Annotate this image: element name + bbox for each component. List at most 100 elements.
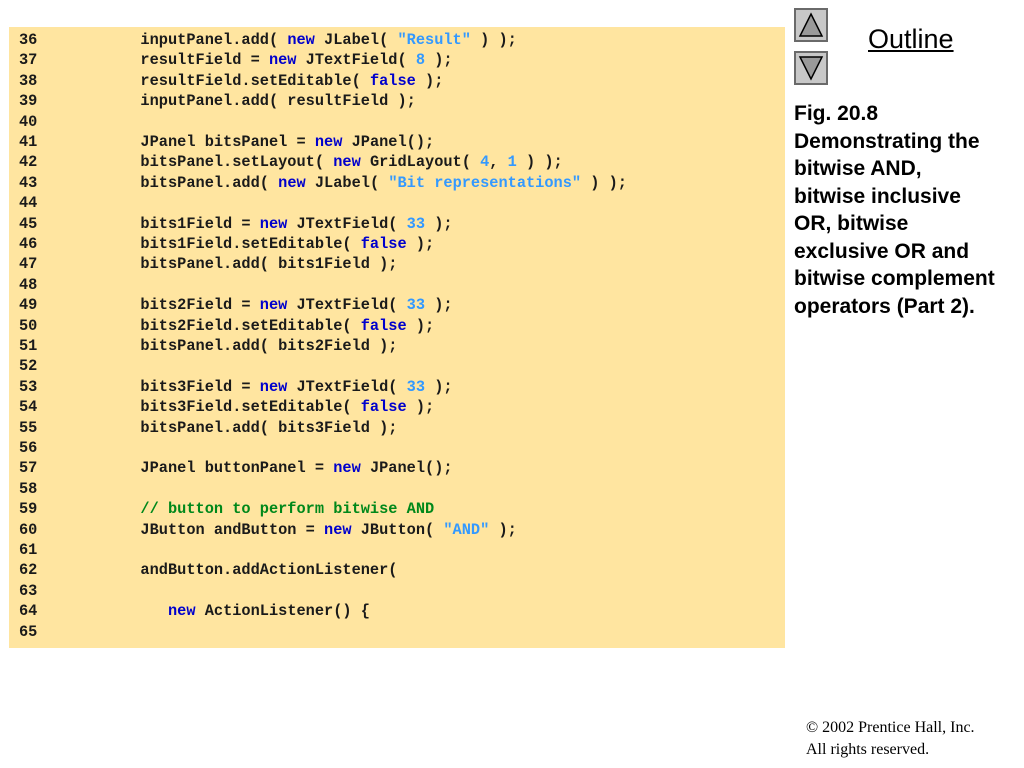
code-token: JTextField( xyxy=(287,296,407,315)
code-token: JLabel( xyxy=(305,173,389,192)
code-text: bitsPanel.setLayout( new GridLayout( 4, … xyxy=(67,152,563,172)
code-token: ); xyxy=(489,520,517,539)
line-number: 45 xyxy=(19,214,38,233)
code-token: JTextField( xyxy=(287,377,407,396)
line-number: 40 xyxy=(19,112,38,131)
keyword-token: new xyxy=(333,459,361,478)
keyword-token: new xyxy=(167,602,196,621)
code-token: ); xyxy=(406,316,435,335)
keyword-token: new xyxy=(287,31,315,49)
code-token: JPanel(); xyxy=(360,459,453,478)
string-literal-token: "AND" xyxy=(443,520,490,539)
code-token: andButton.addActionListener( xyxy=(67,561,398,580)
line-number: 62 xyxy=(19,561,38,580)
code-text: bitsPanel.add( bits1Field ); xyxy=(67,254,397,274)
code-token: bits1Field.setEditable( xyxy=(67,235,361,253)
keyword-token: new xyxy=(259,377,288,396)
code-token: bits3Field = xyxy=(67,377,260,396)
code-text: inputPanel.add( new JLabel( "Result" ) )… xyxy=(67,30,517,50)
code-token: ); xyxy=(406,235,435,253)
caption-line: exclusive OR and xyxy=(794,239,970,263)
outline-link[interactable]: Outline xyxy=(868,24,954,54)
number-literal-token: 33 xyxy=(406,296,426,315)
code-token: ) ); xyxy=(516,153,563,172)
code-text: bits2Field = new JTextField( 33 ); xyxy=(67,295,453,315)
code-text: // button to perform bitwise AND xyxy=(67,499,434,519)
previous-slide-button[interactable] xyxy=(794,8,828,42)
number-literal-token: 33 xyxy=(406,377,426,396)
code-token: inputPanel.add( resultField ); xyxy=(67,92,416,111)
comment-token: // button to perform bitwise AND xyxy=(67,500,435,519)
triangle-down-icon xyxy=(798,56,824,81)
line-number: 50 xyxy=(19,316,38,335)
caption-line: Demonstrating the xyxy=(794,129,980,153)
caption-line: bitwise AND, xyxy=(794,157,922,180)
keyword-token: new xyxy=(268,51,297,70)
code-token: JButton( xyxy=(351,520,444,539)
line-number: 44 xyxy=(19,194,38,213)
keyword-token: false xyxy=(369,71,416,90)
line-number: 57 xyxy=(19,459,38,478)
code-text: bits1Field.setEditable( false ); xyxy=(67,234,434,254)
code-token: bits2Field.setEditable( xyxy=(67,316,361,335)
keyword-token: new xyxy=(259,296,288,315)
line-number: 38 xyxy=(19,71,38,90)
line-number: 64 xyxy=(19,602,38,621)
next-slide-button[interactable] xyxy=(794,51,828,85)
code-text: JPanel bitsPanel = new JPanel(); xyxy=(67,132,434,152)
code-token: JLabel( xyxy=(314,31,398,49)
number-literal-token: 8 xyxy=(415,51,426,70)
code-token: bits2Field = xyxy=(67,296,260,315)
code-token: ); xyxy=(425,51,453,70)
code-token xyxy=(67,602,168,620)
line-number: 41 xyxy=(19,133,38,151)
line-number: 42 xyxy=(19,153,38,172)
code-token: ); xyxy=(425,296,453,315)
code-text: bitsPanel.add( new JLabel( "Bit represen… xyxy=(67,173,627,193)
caption-line: operators (Part 2). xyxy=(794,294,975,318)
line-number: 51 xyxy=(19,337,38,355)
code-token: ) ); xyxy=(470,31,517,49)
code-token: JButton andButton = xyxy=(67,520,325,539)
code-text: bitsPanel.add( bits2Field ); xyxy=(67,336,397,356)
line-number: 55 xyxy=(19,418,38,437)
code-token: ActionListener() { xyxy=(195,602,370,621)
line-number: 56 xyxy=(19,439,38,457)
line-number: 61 xyxy=(19,541,38,559)
keyword-token: new xyxy=(314,133,343,151)
code-token: GridLayout( xyxy=(360,153,481,172)
number-literal-token: 4 xyxy=(480,153,490,172)
code-token: JPanel(); xyxy=(342,133,435,151)
code-text: andButton.addActionListener( xyxy=(67,560,397,580)
line-number: 65 xyxy=(19,622,38,641)
code-token: resultField = xyxy=(67,51,269,70)
code-listing-panel: 36 inputPanel.add( new JLabel( "Result" … xyxy=(9,27,785,648)
line-number: 49 xyxy=(19,296,38,315)
number-literal-token: 33 xyxy=(406,214,426,233)
code-text: bits3Field = new JTextField( 33 ); xyxy=(67,377,453,397)
keyword-token: new xyxy=(278,173,306,192)
code-token: ); xyxy=(425,377,453,396)
code-text: inputPanel.add( resultField ); xyxy=(67,91,416,111)
line-number: 43 xyxy=(19,173,38,192)
keyword-token: new xyxy=(324,520,352,539)
code-text: bits3Field.setEditable( false ); xyxy=(67,397,434,417)
code-token: bits1Field = xyxy=(67,214,260,233)
line-number: 59 xyxy=(19,500,38,519)
line-number: 60 xyxy=(19,520,38,539)
keyword-token: new xyxy=(333,153,361,172)
line-number: 37 xyxy=(19,51,38,70)
code-token: inputPanel.add( xyxy=(67,31,288,49)
code-token: ); xyxy=(425,214,453,233)
line-number: 46 xyxy=(19,235,38,253)
triangle-up-icon xyxy=(798,12,824,37)
copyright-line: © 2002 Prentice Hall, Inc. xyxy=(806,719,975,736)
code-text: JPanel buttonPanel = new JPanel(); xyxy=(67,458,453,478)
line-number: 58 xyxy=(19,479,38,498)
code-token: bits3Field.setEditable( xyxy=(67,398,361,417)
line-number: 54 xyxy=(19,398,38,417)
line-number: 39 xyxy=(19,92,38,111)
code-token: bitsPanel.add( bits1Field ); xyxy=(67,255,398,274)
line-number: 48 xyxy=(19,275,38,294)
